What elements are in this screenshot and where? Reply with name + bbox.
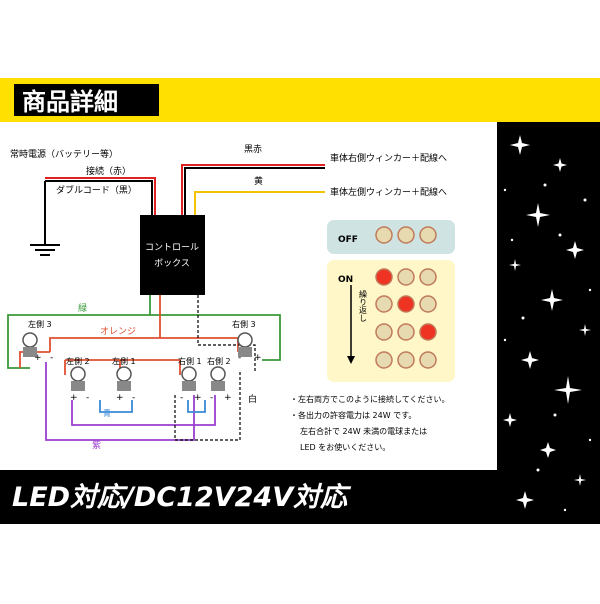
right3-label: 右側 3 [232,319,256,329]
right1-label: 右側 1 [178,356,202,366]
blue-wire-right [187,400,206,413]
control-box [140,215,205,295]
svg-text:-: - [132,393,135,403]
black-wire [45,180,153,215]
svg-text:-: - [238,353,241,363]
orange-wire-left [49,295,161,352]
svg-text:-: - [180,393,183,403]
header-title-box [14,84,159,116]
note-2: ・各出力の許容電力は 24W です。 [290,410,416,420]
black-red-wire-red [181,164,325,215]
left-winker-label: 車体左側ウィンカー＋配線へ [330,186,447,198]
svg-text:+: + [70,393,78,403]
footer-text: LED対応/DC12V24V対応 [12,482,352,513]
white-wire-top [197,295,256,372]
ground-icon [30,244,60,256]
white-wire [174,372,241,441]
lamp-right2 [210,366,226,391]
right2-label: 右側 2 [207,356,231,366]
repeat-label: 繰り返し [359,289,368,322]
lamp-right3 [237,332,253,357]
right-winker-label: 車体右側ウィンカー＋配線へ [330,152,447,164]
svg-text:+: + [116,393,124,403]
sparkle-stars [503,135,592,512]
yellow-label: 黄 [254,175,263,187]
yellow-wire [194,191,325,215]
svg-text:-: - [86,393,89,403]
orange-wire-l3 [19,351,50,368]
green-wire-left [7,295,151,369]
control-box-label-1: コントロール [145,243,199,253]
svg-text:+: + [224,393,232,403]
on-lamps [375,268,437,369]
lamp-left1 [116,366,132,391]
lamp-right1 [181,366,197,391]
svg-text:+: + [34,353,42,363]
black-red-label: 黒赤 [244,144,262,155]
off-lamps [375,226,437,244]
svg-text:-: - [210,393,213,403]
svg-text:+: + [194,393,202,403]
purple-wire-inner [71,395,216,426]
green-label: 緑 [78,302,87,314]
blue-wire [99,400,133,413]
polarity-marks: +- +- +- -+ -+ -+ [34,353,262,403]
constant-power-label: 常時電源（バッテリー等） [10,148,118,160]
left1-label: 左側 1 [112,356,136,366]
lamp-left2 [70,366,86,391]
black-red-wire-black [184,167,325,215]
purple-label: 紫 [92,440,101,451]
footer-banner [0,470,497,524]
control-box-label-2: ボックス [154,258,190,269]
left3-label: 左側 3 [28,319,52,329]
off-label: OFF [338,235,358,245]
double-code-label: ダブルコード（黒） [56,184,137,196]
page-title: 商品詳細 [22,88,118,116]
sparkle-panel [497,122,600,524]
note-1: ・左右両方でこのように接続してください。 [290,394,450,404]
blue-label: 青 [103,408,111,418]
white-label: 白 [248,393,257,405]
note-4: LED をお使いください。 [300,442,390,452]
note-3: 左右合計で 24W 未満の電球または [300,426,427,436]
on-label: ON [338,275,353,285]
on-panel [327,260,455,382]
orange-label: オレンジ [100,326,136,337]
left2-label: 左側 2 [66,356,90,366]
green-wire-right [150,314,281,361]
purple-wire [45,362,195,441]
svg-text:-: - [50,353,53,363]
connect-red-label: 接続（赤） [86,165,131,177]
lamp-left3 [22,332,38,357]
repeat-arrow-head [347,356,355,364]
red-wire [45,177,156,215]
svg-text:+: + [254,353,262,363]
